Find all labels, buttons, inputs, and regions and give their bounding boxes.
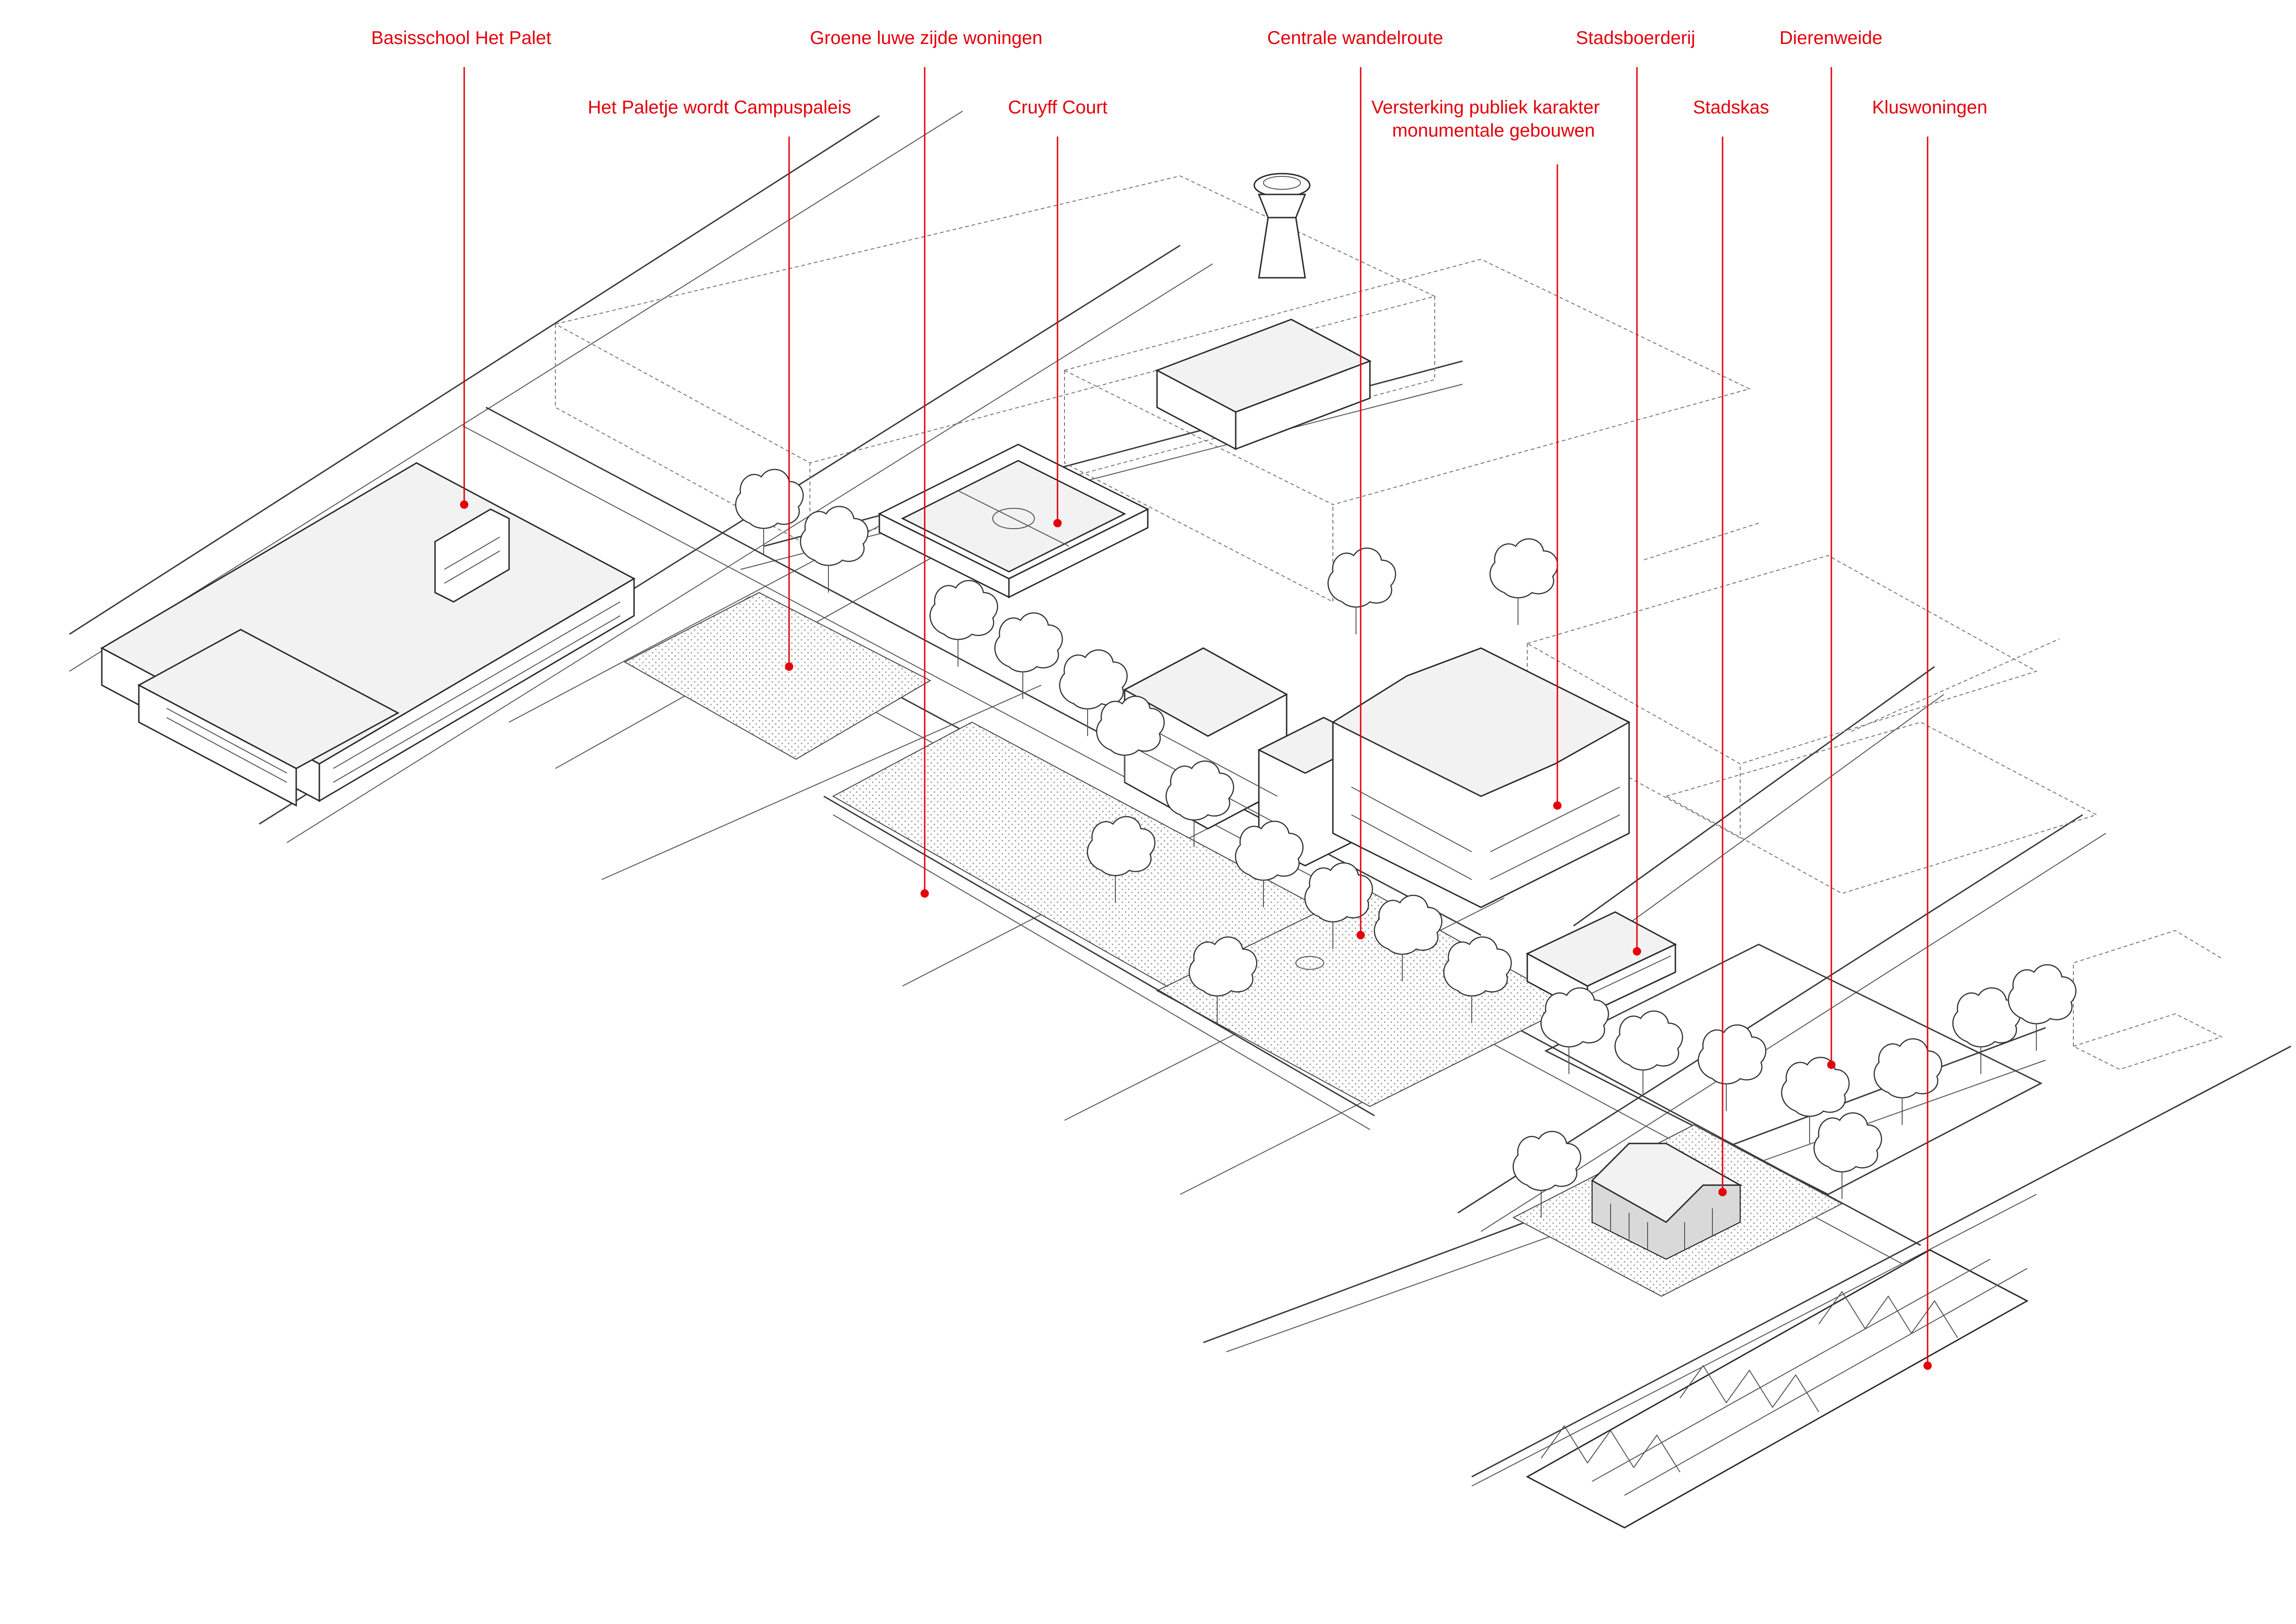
kluswoningen-row bbox=[1525, 1249, 2029, 1529]
stadskas-greenhouse bbox=[1512, 1124, 1843, 1297]
cruyff-court bbox=[877, 443, 1150, 599]
monumental-buildings bbox=[1123, 647, 1631, 908]
label-stadsboerderij: Stadsboerderij bbox=[1576, 28, 1695, 48]
label-groene: Groene luwe zijde woningen bbox=[810, 28, 1043, 48]
top-block bbox=[1155, 319, 1372, 450]
label-cruyff: Cruyff Court bbox=[1008, 97, 1108, 118]
water-tower bbox=[1253, 173, 1311, 279]
label-versterking-1: Versterking publiek karakter bbox=[1371, 97, 1600, 118]
label-basisschool: Basisschool Het Palet bbox=[371, 28, 551, 48]
label-versterking-2: monumentale gebouwen bbox=[1392, 120, 1595, 141]
label-dierenweide: Dierenweide bbox=[1780, 28, 1882, 48]
building-basisschool bbox=[100, 462, 636, 807]
marker-basisschool bbox=[460, 500, 468, 509]
marker-cruyff bbox=[1053, 519, 1062, 527]
annotations: Basisschool Het Palet Het Paletje wordt … bbox=[371, 28, 1987, 1370]
label-stadskas: Stadskas bbox=[1693, 97, 1769, 118]
marker-dierenweide bbox=[1827, 1061, 1836, 1069]
marker-stadskas bbox=[1718, 1188, 1727, 1196]
label-centrale: Centrale wandelroute bbox=[1267, 28, 1443, 48]
marker-versterking bbox=[1553, 801, 1562, 810]
marker-centrale bbox=[1356, 931, 1365, 939]
building-paletje bbox=[623, 592, 932, 760]
marker-groene bbox=[921, 889, 929, 898]
central-plaza bbox=[823, 721, 1575, 1130]
school-windows bbox=[166, 537, 621, 783]
marker-stadsboerderij bbox=[1633, 947, 1641, 956]
label-paletje: Het Paletje wordt Campuspaleis bbox=[588, 97, 851, 118]
label-kluswoningen: Kluswoningen bbox=[1872, 97, 1987, 118]
marker-kluswoningen bbox=[1923, 1362, 1932, 1370]
marker-paletje bbox=[785, 662, 793, 671]
